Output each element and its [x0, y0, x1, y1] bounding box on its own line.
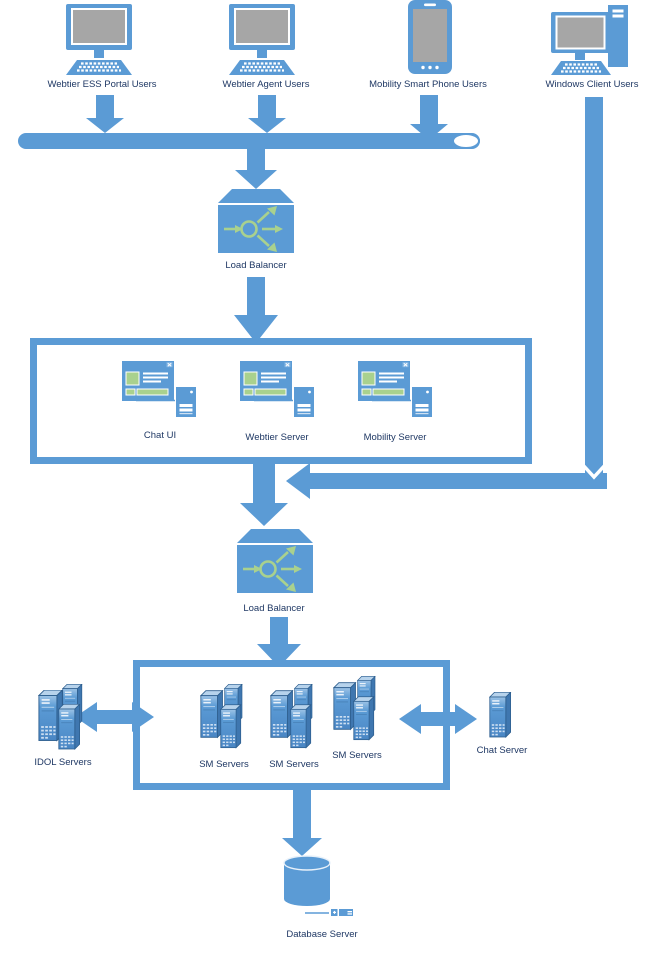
sm-servers-3-label: SM Servers	[332, 750, 382, 761]
server-tower-icon	[58, 704, 82, 754]
desktop-computer-icon	[227, 4, 301, 76]
idol-servers-label: IDOL Servers	[34, 757, 92, 768]
arrow-webtier-box-to-lb2	[240, 464, 288, 526]
desktop-tower-icon	[551, 5, 629, 75]
arrow-ess-users-to-network	[86, 95, 124, 133]
arrow-lb1-to-webtier-box	[234, 277, 278, 343]
sm-servers-1-label: SM Servers	[199, 759, 249, 770]
server-tower-icon	[290, 704, 313, 753]
arrow-mobile-users-to-network	[410, 95, 448, 140]
mobility-server-label: Mobility Server	[363, 432, 427, 443]
web-tier-group-box	[30, 338, 532, 464]
smartphone-icon	[408, 0, 452, 74]
windows-line-arrowhead-chevron	[580, 462, 608, 480]
mobility-server-icon	[412, 387, 432, 417]
ess-users-label: Webtier ESS Portal Users	[47, 79, 157, 90]
mobility-server-window-icon	[358, 361, 410, 401]
arrow-agent-users-to-network	[248, 95, 286, 133]
webtier-server-window-icon	[240, 361, 292, 401]
arrow-sm-box-to-database	[282, 788, 322, 856]
database-mini-rack-icon	[331, 909, 353, 916]
load-balancer-icon	[237, 529, 313, 593]
load-balancer-1-label: Load Balancer	[225, 260, 287, 271]
network-backbone-pipe	[18, 133, 480, 149]
server-tower-icon	[489, 692, 513, 742]
load-balancer-icon	[218, 189, 294, 253]
webtier-server-icon	[294, 387, 314, 417]
load-balancer-2-label: Load Balancer	[243, 603, 305, 614]
chat-server-label: Chat Server	[476, 745, 528, 756]
arrow-network-to-lb1	[235, 148, 277, 189]
mobile-users-label: Mobility Smart Phone Users	[369, 79, 487, 90]
chat-ui-label: Chat UI	[143, 430, 177, 441]
database-cylinder-icon	[283, 855, 331, 907]
desktop-computer-icon	[64, 4, 138, 76]
server-tower-icon	[353, 696, 376, 745]
agent-users-label: Webtier Agent Users	[222, 79, 310, 90]
webtier-server-label: Webtier Server	[245, 432, 309, 443]
sm-servers-2-label: SM Servers	[269, 759, 319, 770]
database-server-label: Database Server	[286, 929, 358, 940]
arrow-windows-to-lb2-horizontal	[286, 463, 607, 499]
chat-ui-server-icon	[176, 387, 196, 417]
arrow-windows-users-line	[585, 97, 603, 489]
server-tower-icon	[220, 704, 243, 753]
windows-users-label: Windows Client Users	[545, 79, 639, 90]
chat-ui-window-icon	[122, 361, 174, 401]
